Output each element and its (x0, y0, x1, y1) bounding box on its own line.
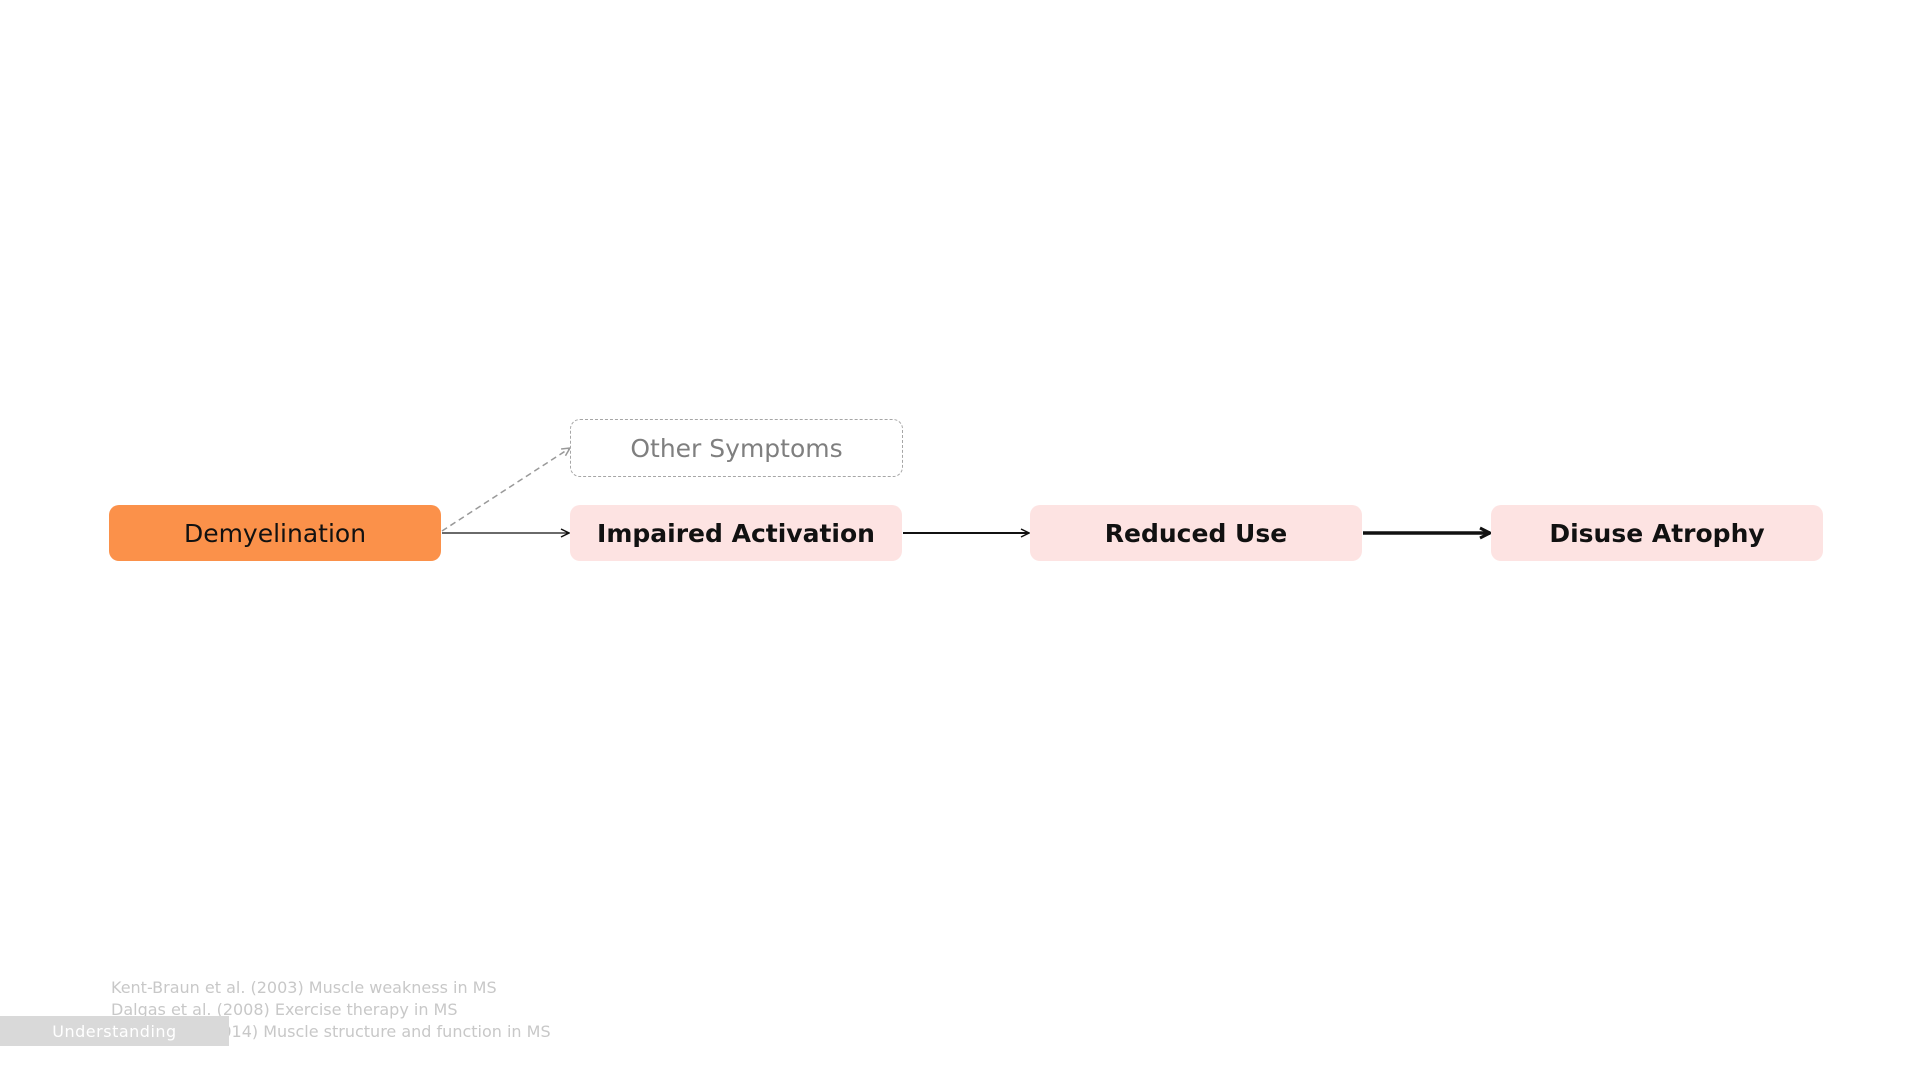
reference-item: Kent-Braun et al. (2003) Muscle weakness… (111, 978, 497, 997)
node-disuse-atrophy: Disuse Atrophy (1491, 505, 1823, 561)
section-tab[interactable]: Understanding (0, 1016, 229, 1046)
node-reduced-use: Reduced Use (1030, 505, 1362, 561)
node-demyelination: Demyelination (109, 505, 441, 561)
section-tab-label: Understanding (52, 1021, 177, 1041)
reference-item: Dalgas et al. (2008) Exercise therapy in… (111, 1000, 458, 1019)
node-other-symptoms: Other Symptoms (570, 419, 903, 477)
node-impaired-activation: Impaired Activation (570, 505, 902, 561)
node-other-symptoms-label: Other Symptoms (630, 433, 843, 463)
node-demyelination-label: Demyelination (183, 518, 367, 548)
node-disuse-atrophy-label: Disuse Atrophy (1549, 518, 1765, 548)
node-reduced-use-label: Reduced Use (1104, 518, 1288, 548)
node-impaired-activation-label: Impaired Activation (597, 518, 875, 548)
arrow-demyelination-to-other (441, 448, 570, 532)
